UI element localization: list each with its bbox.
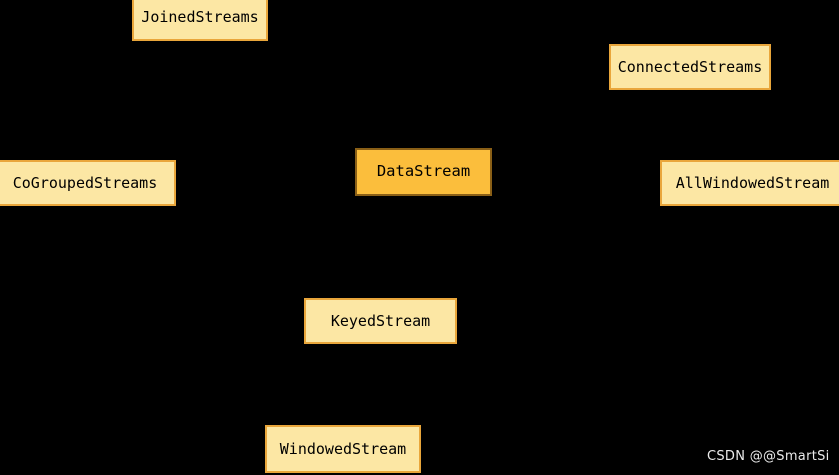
node-connected-streams[interactable]: ConnectedStreams xyxy=(609,44,771,90)
node-joined-streams[interactable]: JoinedStreams xyxy=(132,0,268,41)
watermark-label: CSDN @@SmartSi xyxy=(707,449,830,464)
node-cogrouped-streams[interactable]: CoGroupedStreams xyxy=(0,160,176,206)
node-label: KeyedStream xyxy=(330,311,431,330)
node-label: CoGroupedStreams xyxy=(12,173,158,192)
node-label: DataStream xyxy=(376,162,471,181)
node-label: AllWindowedStream xyxy=(675,173,830,192)
node-data-stream[interactable]: DataStream xyxy=(355,148,492,196)
node-label: ConnectedStreams xyxy=(617,57,763,76)
node-label: JoinedStreams xyxy=(141,7,259,26)
node-label: WindowedStream xyxy=(279,439,407,458)
node-keyed-stream[interactable]: KeyedStream xyxy=(304,298,457,344)
node-all-windowed-stream[interactable]: AllWindowedStream xyxy=(660,160,839,206)
node-windowed-stream[interactable]: WindowedStream xyxy=(265,425,421,473)
